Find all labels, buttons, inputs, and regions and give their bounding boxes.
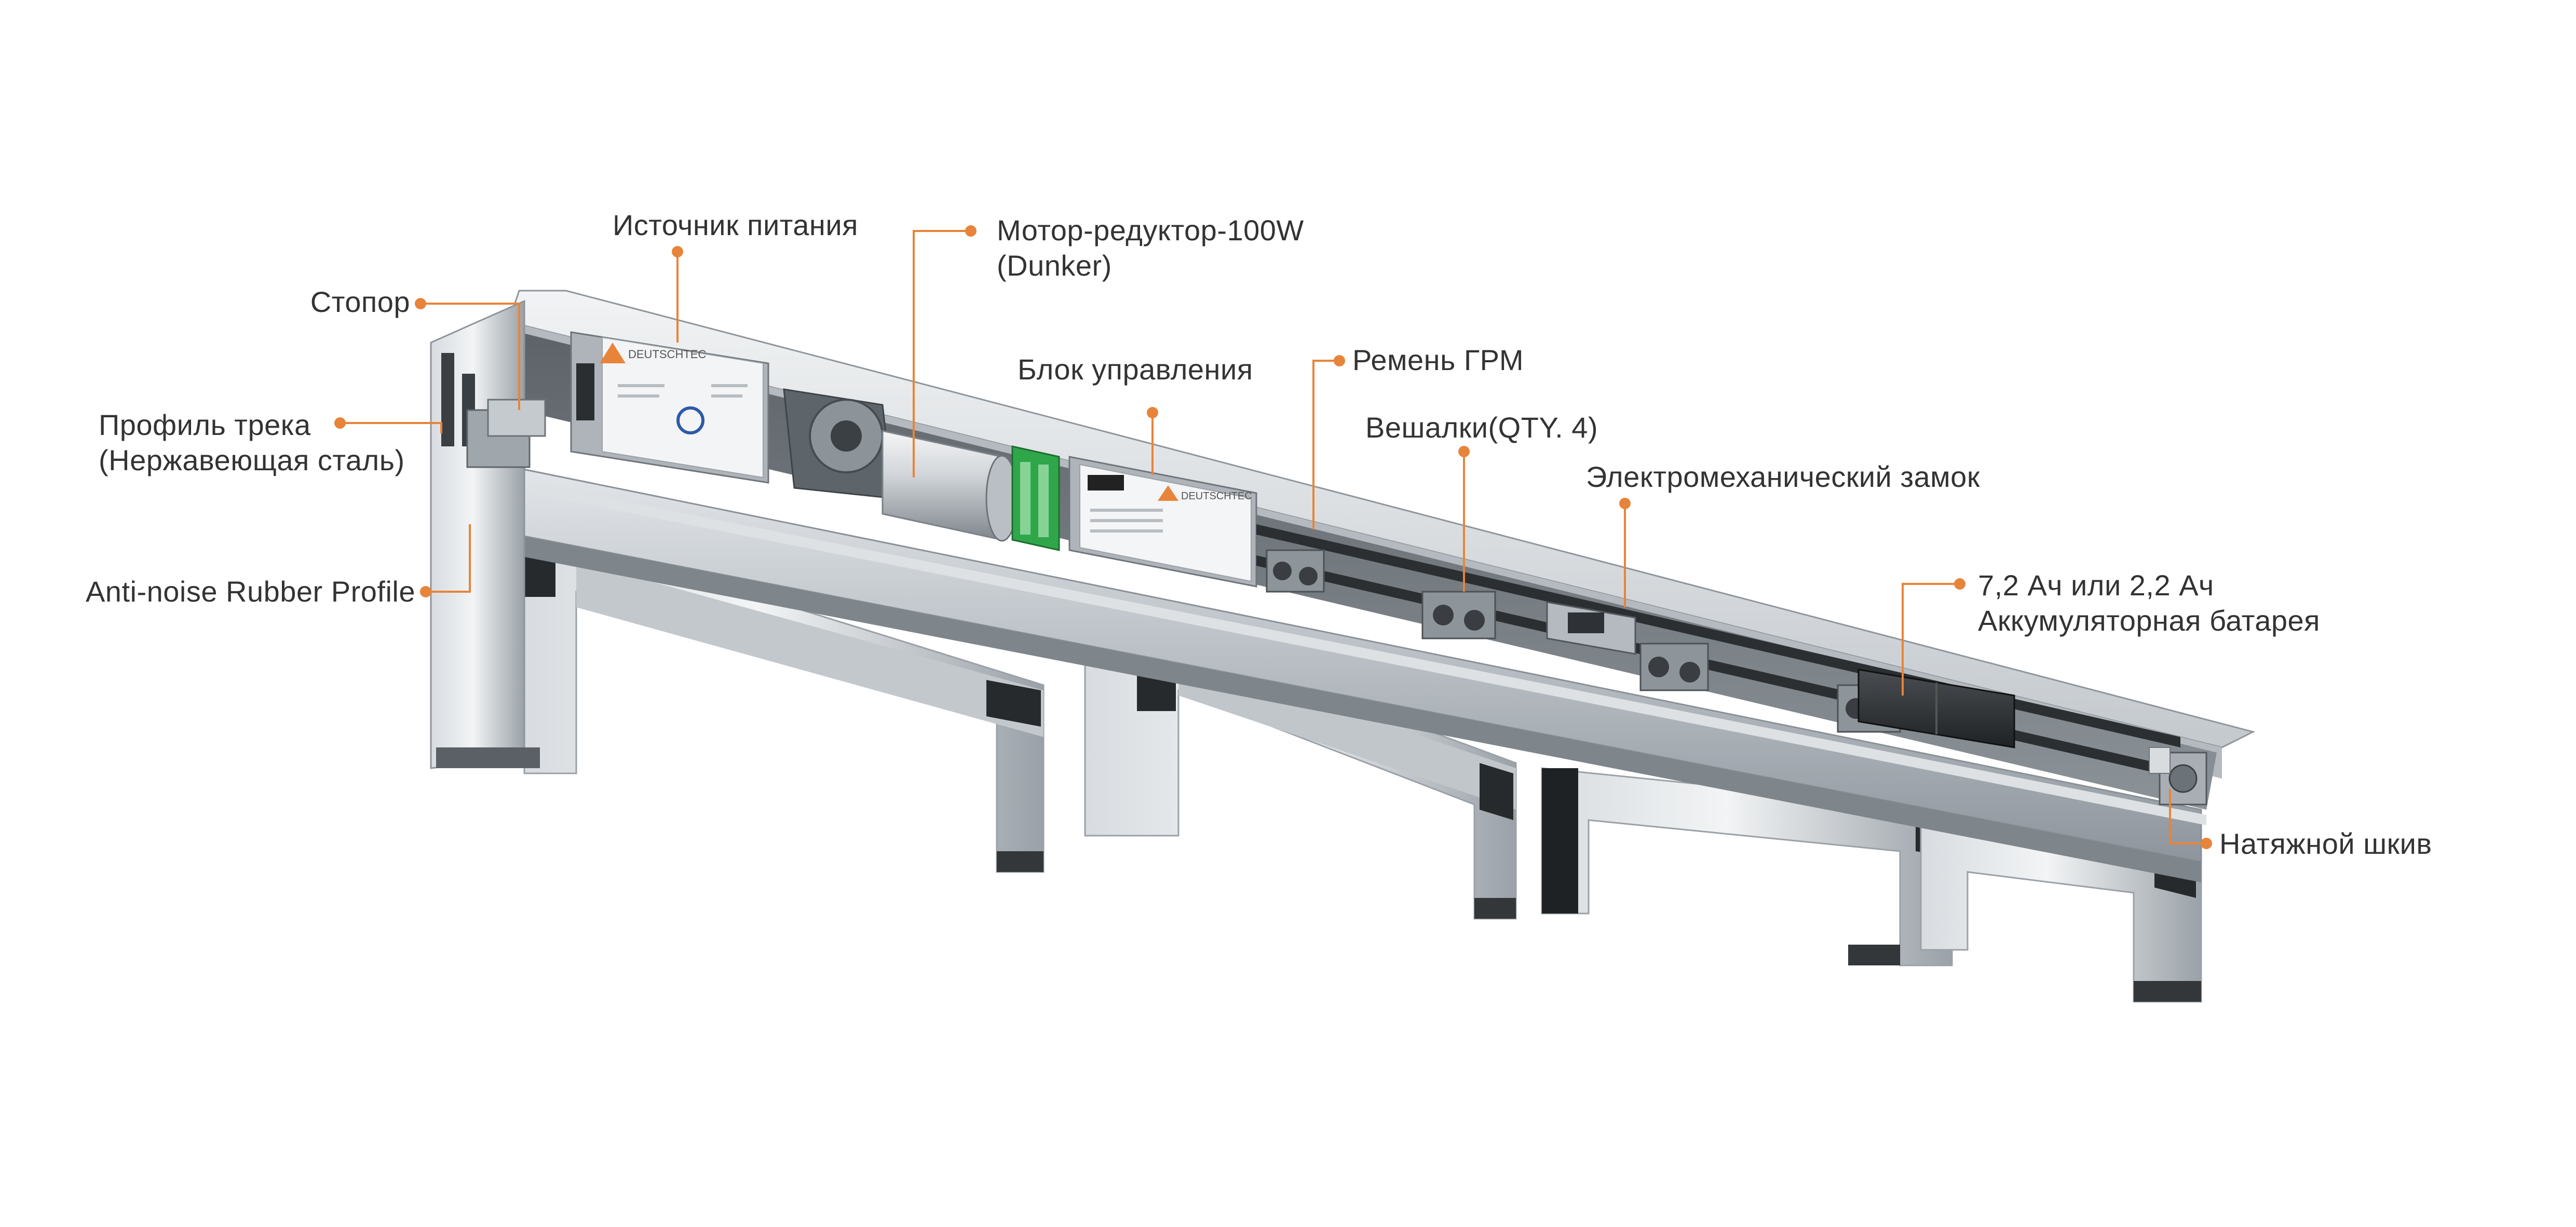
track-profile-text-line2: (Нержавеющая сталь) (99, 444, 405, 476)
label-control-unit: Блок управления (1018, 352, 1253, 387)
label-rubber-profile: Anti-noise Rubber Profile (52, 574, 415, 609)
power-supply-unit: DEUTSCHTEC (570, 331, 769, 484)
terminal-block (1011, 445, 1060, 551)
battery-text-line2: Аккумуляторная батарея (1978, 604, 2320, 637)
label-hangers: Вешалки(QTY. 4) (1365, 410, 1598, 445)
lock-text: Электромеханический замок (1586, 460, 1980, 493)
electromechanical-lock (1546, 601, 1636, 655)
motor-text-line1: Мотор-редуктор-100W (997, 214, 1304, 247)
callout-leaders (340, 230, 2206, 844)
label-lock: Электромеханический замок (1586, 459, 1980, 495)
timing-belt-text: Ремень ГРМ (1352, 344, 1524, 376)
battery-pack (1858, 669, 2015, 748)
label-track-profile: Профиль трека (Нержавеющая сталь) (99, 407, 405, 478)
label-stopper: Стопор (270, 284, 410, 320)
power-supply-brand: DEUTSCHTEC (628, 348, 706, 361)
stopper-text: Стопор (310, 285, 410, 318)
control-unit: DEUTSCHTEC (1068, 456, 1257, 588)
callout-dots (334, 225, 2212, 849)
control-unit-brand: DEUTSCHTEC (1181, 490, 1252, 502)
motor-gearbox (783, 388, 1019, 542)
hanger-3 (1639, 643, 1709, 691)
control-unit-text: Блок управления (1018, 353, 1253, 386)
tension-pulley-text: Натяжной шкив (2219, 827, 2432, 860)
hanger-1 (1266, 549, 1325, 593)
track-profile-text-line1: Профиль трека (99, 408, 311, 441)
label-tension-pulley: Натяжной шкив (2219, 826, 2432, 862)
rubber-profile-text: Anti-noise Rubber Profile (85, 575, 415, 608)
power-supply-text: Источник питания (613, 209, 858, 241)
left-end-cap (430, 299, 540, 769)
label-motor: Мотор-редуктор-100W (Dunker) (997, 213, 1304, 283)
hanger-2 (1421, 591, 1496, 639)
motor-text-line2: (Dunker) (997, 249, 1112, 282)
hangers-text: Вешалки(QTY. 4) (1365, 411, 1598, 444)
label-battery: 7,2 Ач или 2,2 Ач Аккумуляторная батарея (1978, 568, 2320, 638)
tension-pulley (2149, 747, 2207, 806)
label-timing-belt: Ремень ГРМ (1352, 343, 1524, 378)
battery-text-line1: 7,2 Ач или 2,2 Ач (1978, 569, 2214, 602)
label-power-supply: Источник питания (613, 208, 858, 243)
stopper-bracket (466, 399, 546, 468)
